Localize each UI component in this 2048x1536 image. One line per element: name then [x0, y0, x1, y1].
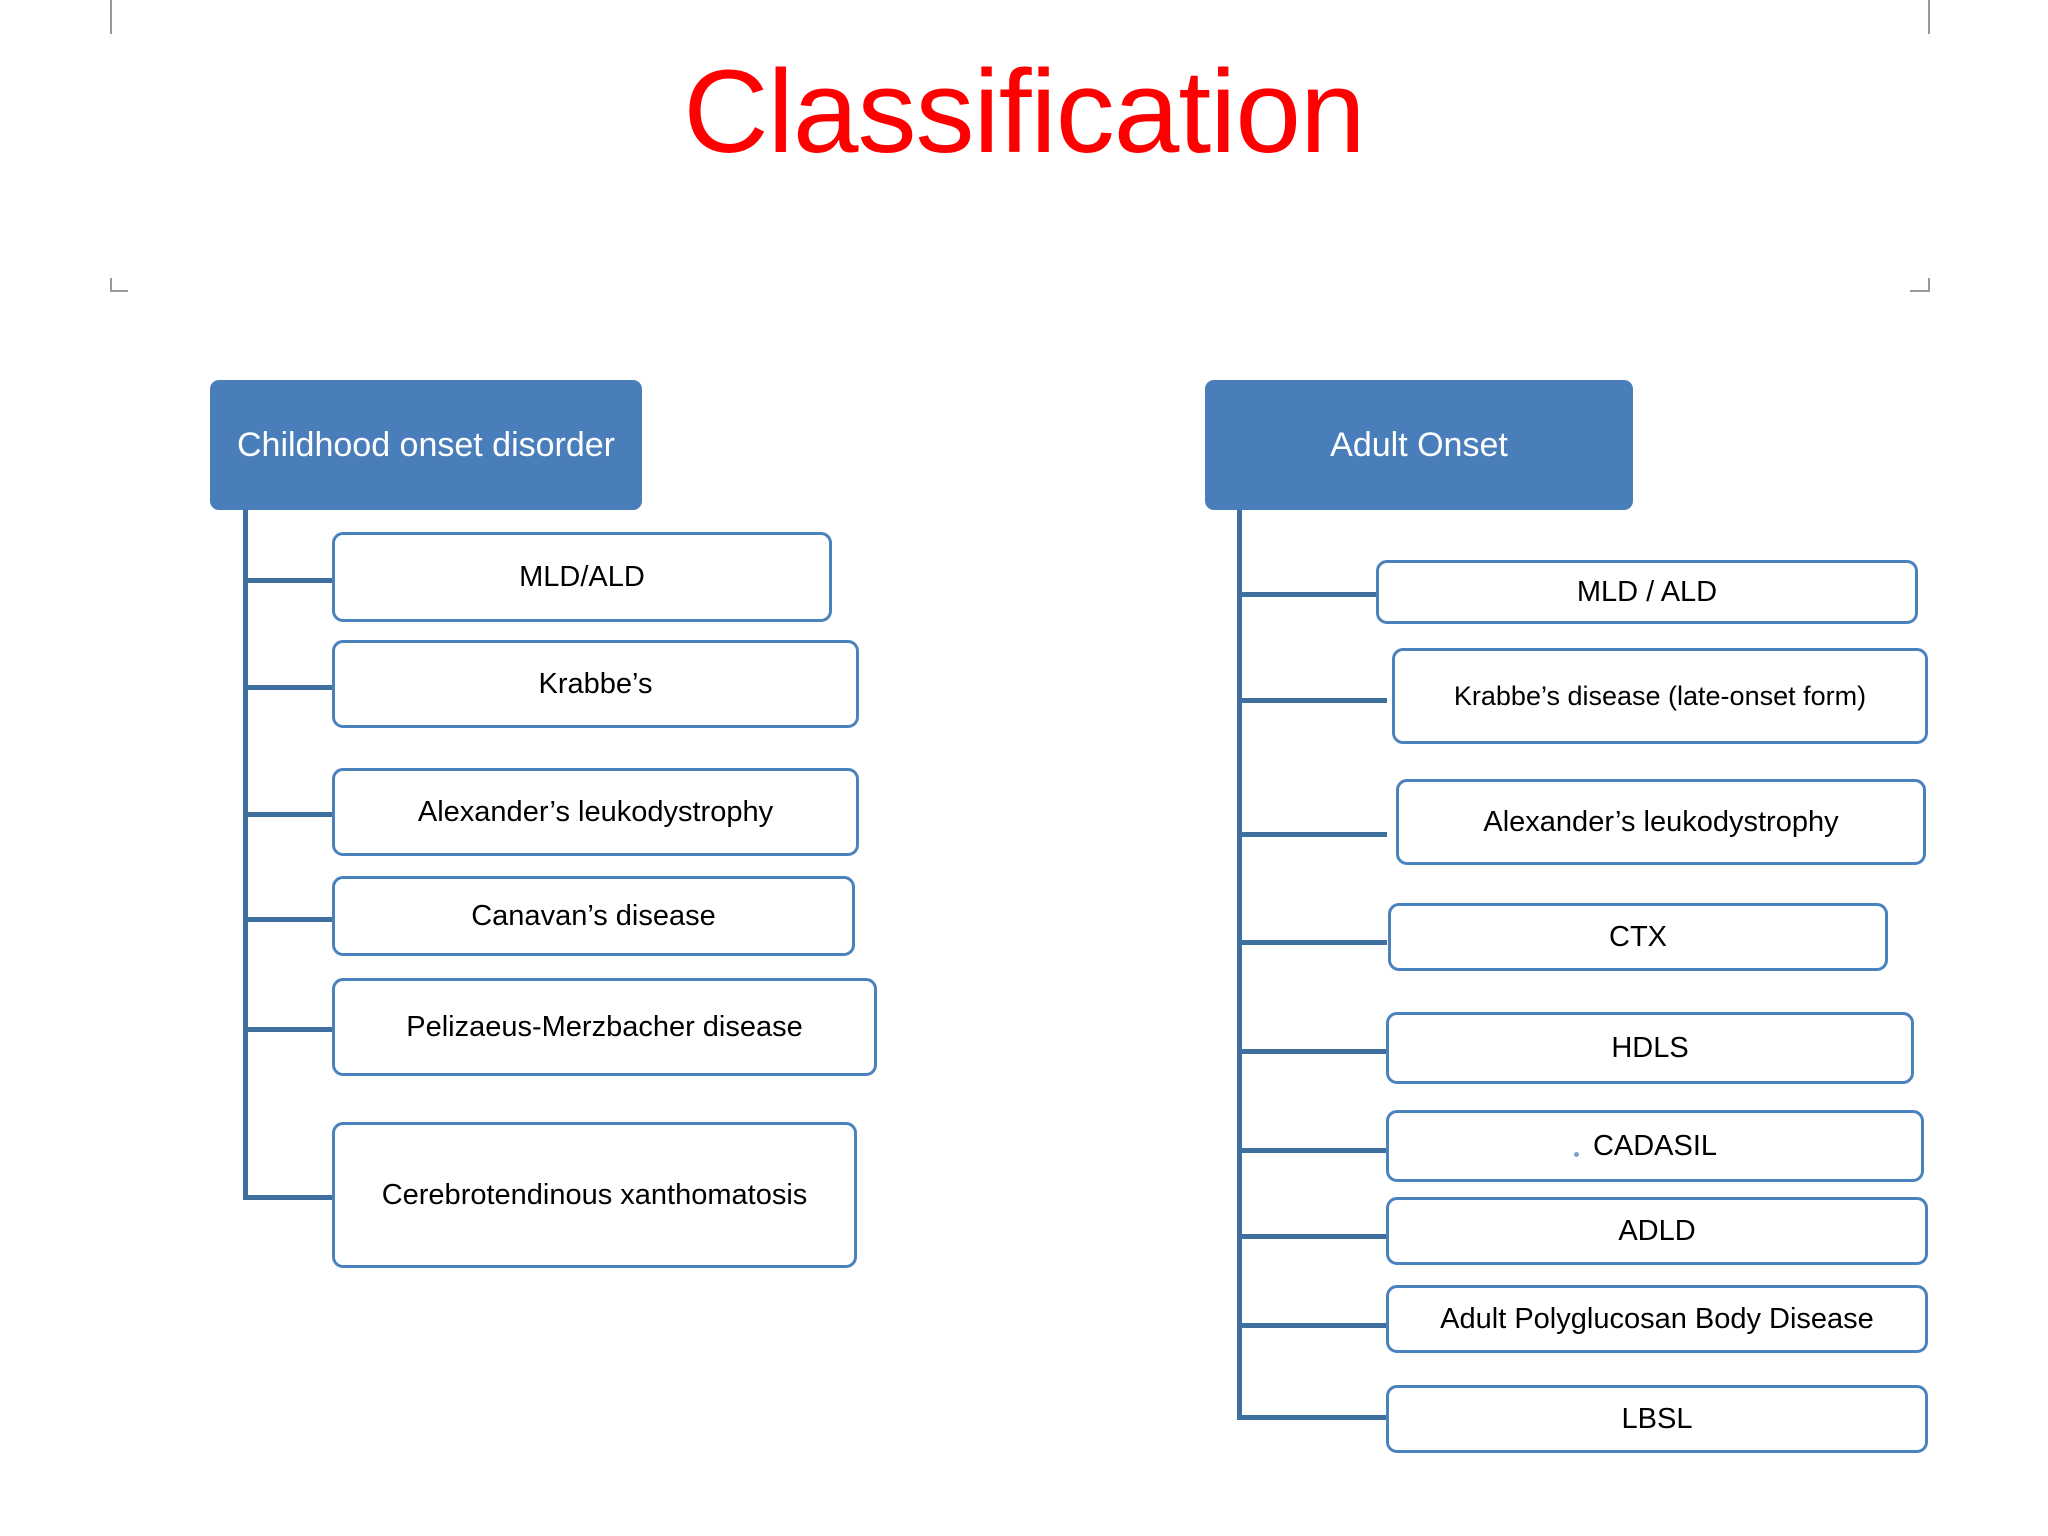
stray-dot-artifact	[1574, 1152, 1579, 1157]
node-childhood-6[interactable]: Cerebrotendinous xanthomatosis	[332, 1122, 857, 1268]
node-adult-6[interactable]: CADASIL	[1386, 1110, 1924, 1182]
tree-branch-adult-3	[1237, 832, 1387, 837]
column-header-adult: Adult Onset	[1205, 380, 1633, 510]
node-childhood-2[interactable]: Krabbe’s	[332, 640, 859, 728]
crop-mark-top-right-vertical	[1928, 0, 1930, 34]
tree-branch-childhood-2	[243, 685, 333, 690]
tree-trunk-foot-childhood	[243, 1195, 333, 1200]
node-childhood-1[interactable]: MLD/ALD	[332, 532, 832, 622]
tree-branch-childhood-3	[243, 812, 333, 817]
node-adult-4[interactable]: CTX	[1388, 903, 1888, 971]
node-childhood-3[interactable]: Alexander’s leukodystrophy	[332, 768, 859, 856]
crop-mark-left-corner-vertical	[110, 278, 112, 292]
tree-branch-adult-6	[1237, 1148, 1387, 1153]
node-childhood-5[interactable]: Pelizaeus-Merzbacher disease	[332, 978, 877, 1076]
node-childhood-4[interactable]: Canavan’s disease	[332, 876, 855, 956]
node-adult-2[interactable]: Krabbe’s disease (late-onset form)	[1392, 648, 1928, 744]
tree-branch-childhood-5	[243, 1027, 333, 1032]
tree-branch-childhood-1	[243, 578, 333, 583]
column-header-childhood: Childhood onset disorder	[210, 380, 642, 510]
tree-branch-adult-5	[1237, 1049, 1387, 1054]
tree-branch-adult-2	[1237, 698, 1387, 703]
tree-branch-adult-1	[1237, 592, 1387, 597]
tree-trunk-foot-adult	[1237, 1415, 1387, 1420]
node-adult-3[interactable]: Alexander’s leukodystrophy	[1396, 779, 1926, 865]
tree-branch-childhood-4	[243, 917, 333, 922]
crop-mark-right-corner-vertical	[1928, 278, 1930, 292]
node-adult-9[interactable]: LBSL	[1386, 1385, 1928, 1453]
tree-trunk-childhood	[243, 510, 248, 1200]
node-adult-1[interactable]: MLD / ALD	[1376, 560, 1918, 624]
tree-trunk-adult	[1237, 510, 1242, 1420]
node-adult-7[interactable]: ADLD	[1386, 1197, 1928, 1265]
crop-mark-right-corner-horizontal	[1910, 290, 1930, 292]
node-adult-5[interactable]: HDLS	[1386, 1012, 1914, 1084]
page-title: Classification	[683, 46, 1365, 178]
tree-branch-adult-8	[1237, 1323, 1387, 1328]
node-adult-8[interactable]: Adult Polyglucosan Body Disease	[1386, 1285, 1928, 1353]
crop-mark-left-corner-horizontal	[110, 290, 128, 292]
tree-branch-adult-4	[1237, 940, 1387, 945]
tree-branch-adult-7	[1237, 1234, 1387, 1239]
crop-mark-top-left-vertical	[110, 0, 112, 34]
